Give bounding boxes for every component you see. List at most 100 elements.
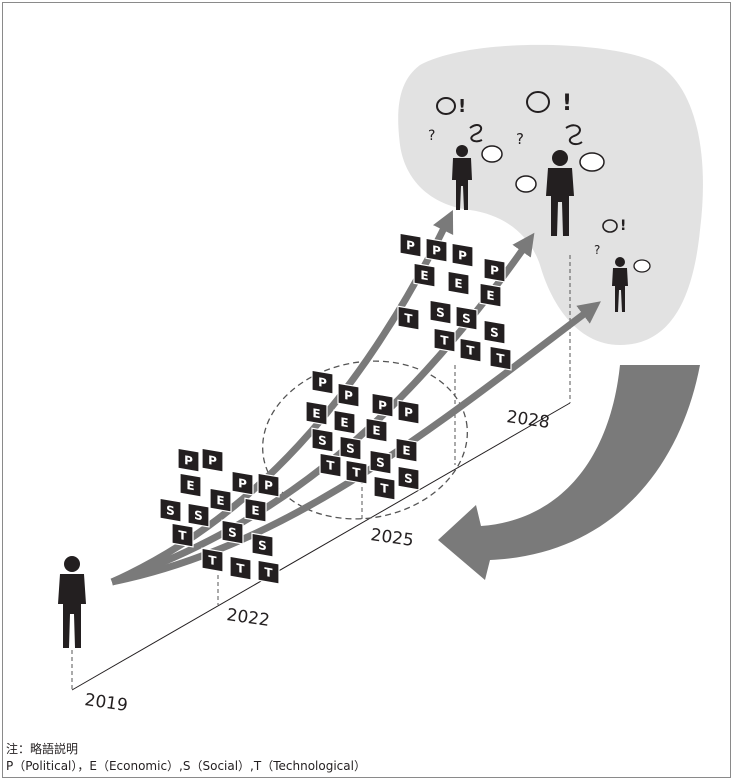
pest-tile-letter: S — [490, 325, 499, 340]
question-mark-icon: ? — [594, 243, 600, 257]
pest-tile-technological: T — [460, 338, 481, 362]
pest-tile-letter: S — [376, 455, 385, 470]
pest-tile-economic: E — [180, 473, 201, 497]
pest-tile-social: S — [456, 306, 477, 330]
year-label-2025: 2025 — [369, 525, 415, 551]
pest-tile-social: S — [370, 450, 391, 474]
pest-tile-political: P — [452, 243, 473, 267]
abbreviation-note: P（Political），E（Economic）,S（Social）,T（Tec… — [6, 757, 366, 774]
pest-tile-letter: T — [352, 465, 361, 480]
pest-tile-letter: E — [372, 423, 380, 438]
exclamation-icon: ! — [620, 218, 626, 234]
pest-tile-social: S — [484, 320, 505, 344]
pest-tile-social: S — [188, 503, 209, 527]
pest-tile-letter: E — [216, 493, 224, 508]
pest-tile-letter: P — [318, 375, 327, 390]
pest-tile-technological: T — [490, 346, 511, 370]
pest-tile-economic: E — [366, 418, 387, 442]
year-label-2019: 2019 — [83, 690, 129, 716]
pest-tile-letter: T — [440, 333, 449, 348]
pest-tile-political: P — [178, 448, 199, 472]
pest-tile-letter: T — [496, 351, 505, 366]
speech-bubble-icon — [580, 153, 604, 171]
pest-tile-social: S — [430, 300, 451, 324]
pest-tile-political: P — [338, 383, 359, 407]
pest-tile-letter: P — [406, 238, 415, 253]
pest-tile-letter: P — [404, 405, 413, 420]
pest-tile-political: P — [202, 448, 223, 472]
pest-tile-letter: P — [184, 453, 193, 468]
pest-tile-letter: P — [490, 263, 499, 278]
pest-tile-social: S — [340, 436, 361, 460]
pest-tile-political: P — [400, 233, 421, 257]
pest-tile-letter: P — [238, 476, 247, 491]
pest-tile-letter: P — [264, 478, 273, 493]
pest-tile-letter: E — [402, 443, 410, 458]
pest-tile-economic: E — [210, 488, 231, 512]
pest-tile-technological: T — [374, 476, 395, 500]
pest-tile-letter: P — [458, 248, 467, 263]
pest-tile-letter: P — [208, 453, 217, 468]
pest-tile-economic: E — [480, 283, 501, 307]
pest-tile-letter: S — [436, 305, 445, 320]
pest-tile-letter: E — [420, 268, 428, 283]
speech-bubble-icon — [482, 146, 502, 162]
pest-tile-letter: S — [228, 525, 237, 540]
pest-tile-political: P — [398, 400, 419, 424]
speech-bubble-icon — [634, 260, 650, 272]
pest-tile-letter: T — [380, 481, 389, 496]
pest-tile-letter: S — [346, 441, 355, 456]
question-mark-icon: ? — [516, 130, 524, 148]
pest-tile-letter: S — [194, 508, 203, 523]
pest-tile-letter: P — [432, 243, 441, 258]
pest-tile-letter: E — [312, 406, 320, 421]
exclamation-icon: ! — [458, 96, 466, 117]
pest-tile-letter: P — [378, 398, 387, 413]
pest-tile-economic: E — [245, 498, 266, 522]
pest-tile-social: S — [312, 428, 333, 452]
pest-tile-letter: T — [208, 553, 217, 568]
pest-tile-technological: T — [320, 453, 341, 477]
pest-tile-letter: T — [264, 565, 273, 580]
pest-tile-technological: T — [172, 523, 193, 547]
pest-tile-letter: T — [466, 343, 475, 358]
pest-tile-political: P — [484, 258, 505, 282]
pest-tile-technological: T — [202, 548, 223, 572]
pest-tile-letter: S — [462, 311, 471, 326]
pest-tile-letter: T — [404, 311, 413, 326]
pest-tile-political: P — [312, 370, 333, 394]
pest-tile-social: S — [398, 466, 419, 490]
pest-tile-political: P — [232, 471, 253, 495]
pest-tile-technological: T — [230, 556, 251, 580]
pest-tile-political: P — [372, 393, 393, 417]
pest-tile-political: P — [426, 238, 447, 262]
pest-tile-technological: T — [434, 328, 455, 352]
speech-bubble-icon — [516, 176, 536, 192]
pest-tile-letter: S — [404, 471, 413, 486]
pest-tile-social: S — [252, 533, 273, 557]
cluster-2025-highlight — [250, 345, 480, 534]
pest-tile-economic: E — [334, 410, 355, 434]
pest-tile-letter: E — [486, 288, 494, 303]
pest-tile-economic: E — [396, 438, 417, 462]
question-mark-icon: ? — [428, 128, 435, 144]
pest-tile-letter: T — [236, 561, 245, 576]
pest-tile-letter: E — [340, 415, 348, 430]
pest-tile-letter: E — [251, 503, 259, 518]
pest-tile-technological: T — [258, 560, 279, 584]
pest-tile-technological: T — [346, 460, 367, 484]
year-label-2028: 2028 — [505, 407, 551, 433]
year-label-2022: 2022 — [225, 605, 271, 631]
note-title: 注：略語説明 — [6, 740, 78, 757]
person-icon — [58, 556, 86, 648]
pest-tile-political: P — [258, 473, 279, 497]
pest-tile-social: S — [222, 520, 243, 544]
pest-tile-economic: E — [414, 263, 435, 287]
pest-tile-letter: E — [454, 276, 462, 291]
pest-tile-letter: E — [186, 478, 194, 493]
pest-tile-letter: T — [178, 528, 187, 543]
pest-tile-letter: T — [326, 458, 335, 473]
pest-tile-letter: S — [318, 433, 327, 448]
pest-tile-social: S — [160, 498, 181, 522]
